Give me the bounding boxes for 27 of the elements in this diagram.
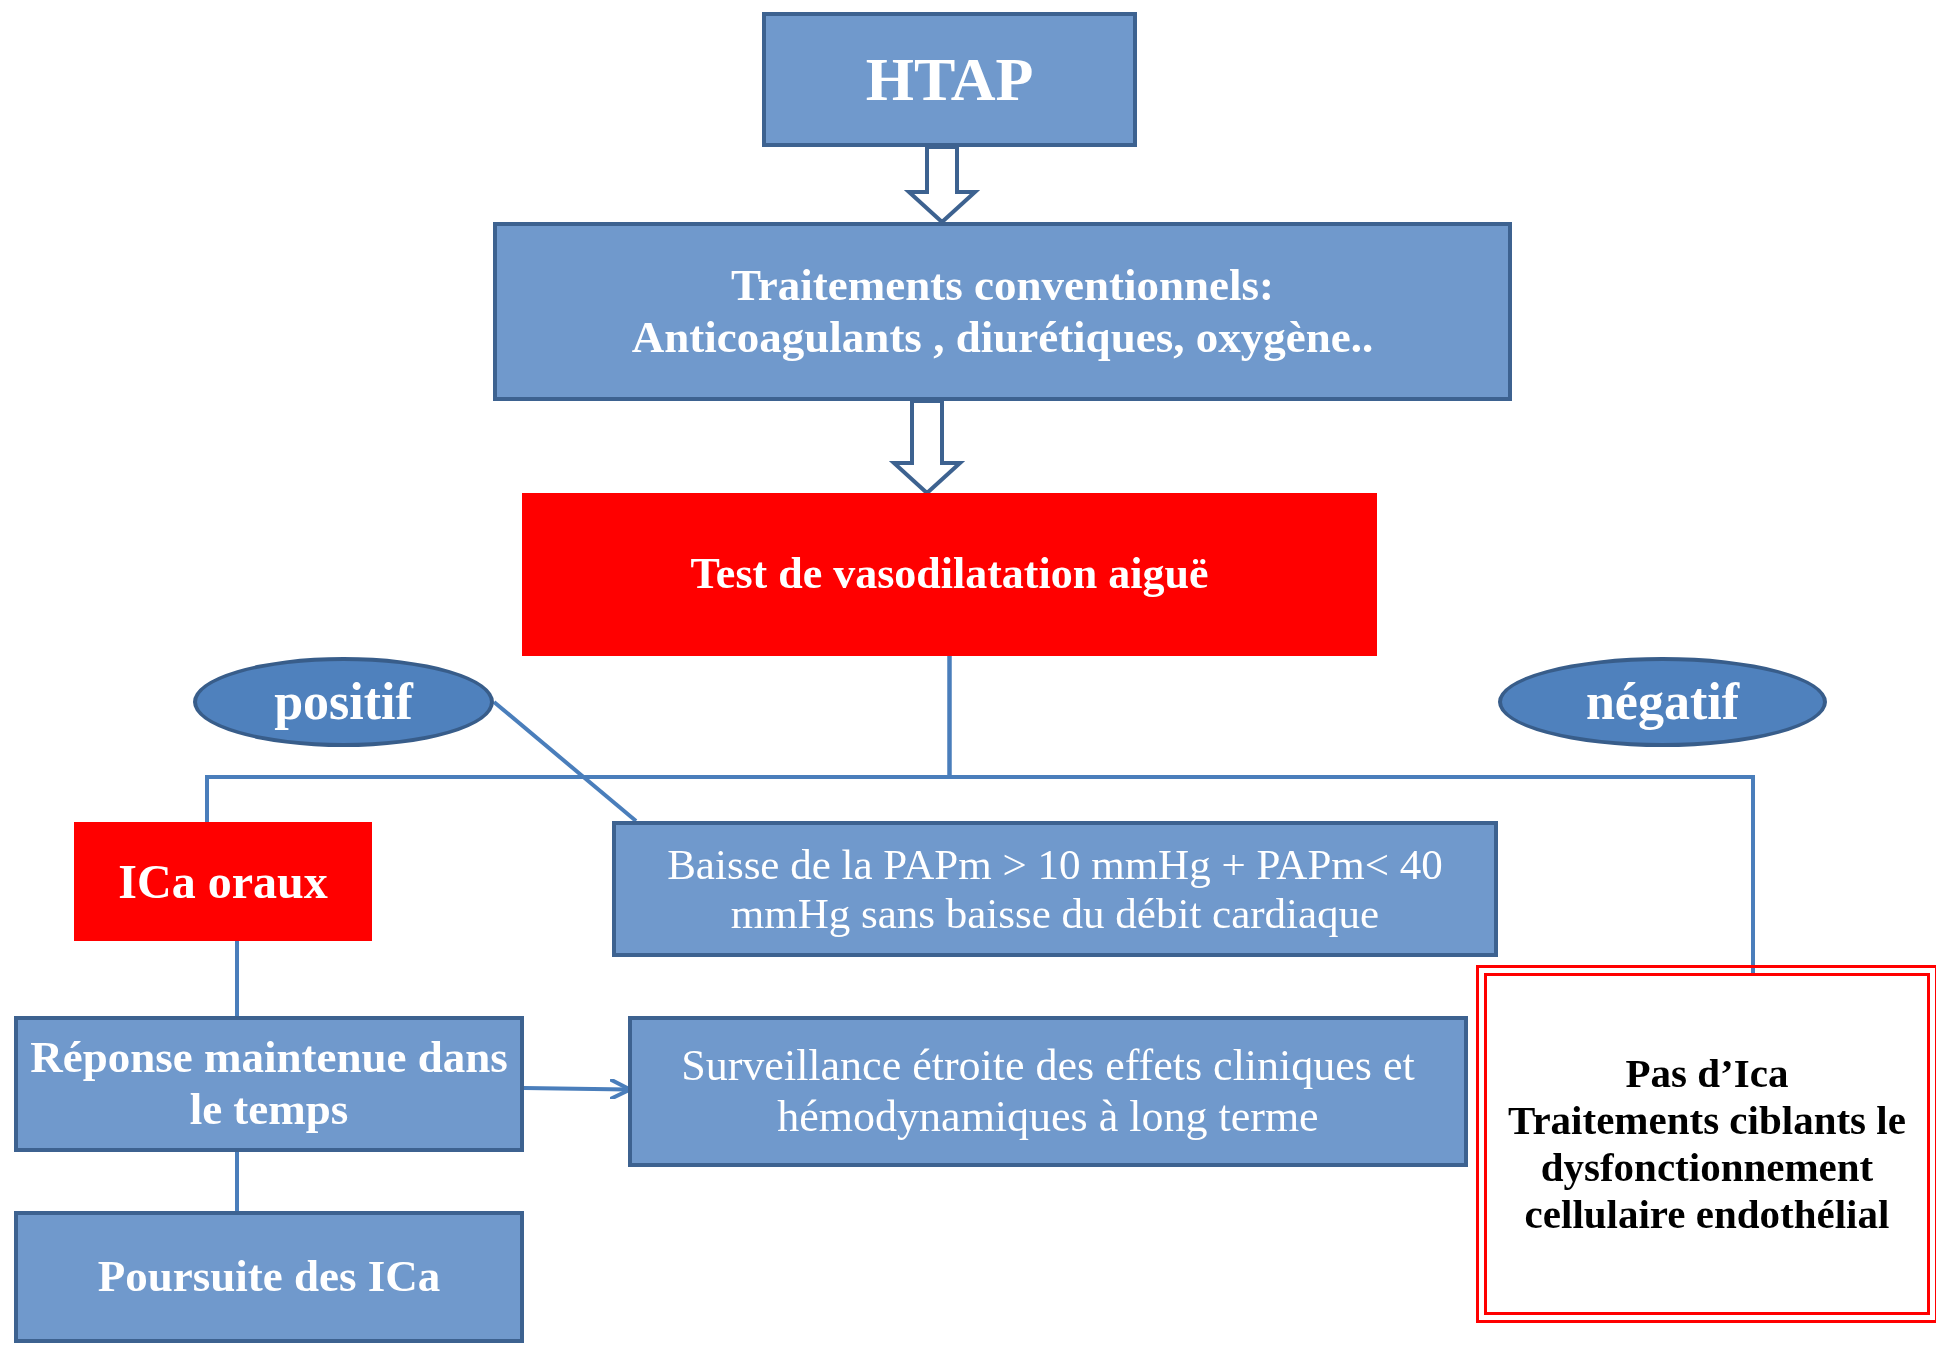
process-box <box>14 1211 524 1343</box>
block-arrow <box>888 399 966 496</box>
node-text: Traitements conventionnels: <box>731 259 1274 312</box>
connector-line <box>235 941 239 1016</box>
process-box <box>14 1016 524 1152</box>
highlight-box <box>74 822 372 941</box>
node-text: Test de vasodilatation aiguë <box>690 549 1209 600</box>
process-box <box>628 1016 1468 1167</box>
process-box <box>493 222 1512 401</box>
node-text: Baisse de la PAPm > 10 mmHg + PAPm< 40 mmHg sans baisse du débit cardiaque <box>666 839 1444 939</box>
node-text: Réponse maintenue dans le temps <box>29 1032 509 1136</box>
node-text: Surveillance étroite des effets cliniques et hémodynamiques à long terme <box>680 1040 1416 1143</box>
process-box <box>612 821 1498 957</box>
block-arrow <box>903 145 981 225</box>
node-text: Traitements ciblants le dysfonctionnement cellulaire endothélial <box>1507 1096 1907 1239</box>
highlight-box <box>522 493 1377 656</box>
process-box <box>762 12 1137 147</box>
connector-line <box>947 656 1755 973</box>
node-text: positif <box>274 672 413 732</box>
node-text: Pas d’Ica <box>1625 1049 1789 1097</box>
node-text: ICa oraux <box>118 853 328 910</box>
node-text: Poursuite des ICa <box>97 1251 441 1303</box>
node-text: HTAP <box>865 43 1034 115</box>
node-text: négatif <box>1585 672 1740 732</box>
node-text: Anticoagulants , diurétiques, oxygène.. <box>631 311 1374 364</box>
connector-line <box>492 700 638 823</box>
connector-line <box>235 1152 239 1211</box>
